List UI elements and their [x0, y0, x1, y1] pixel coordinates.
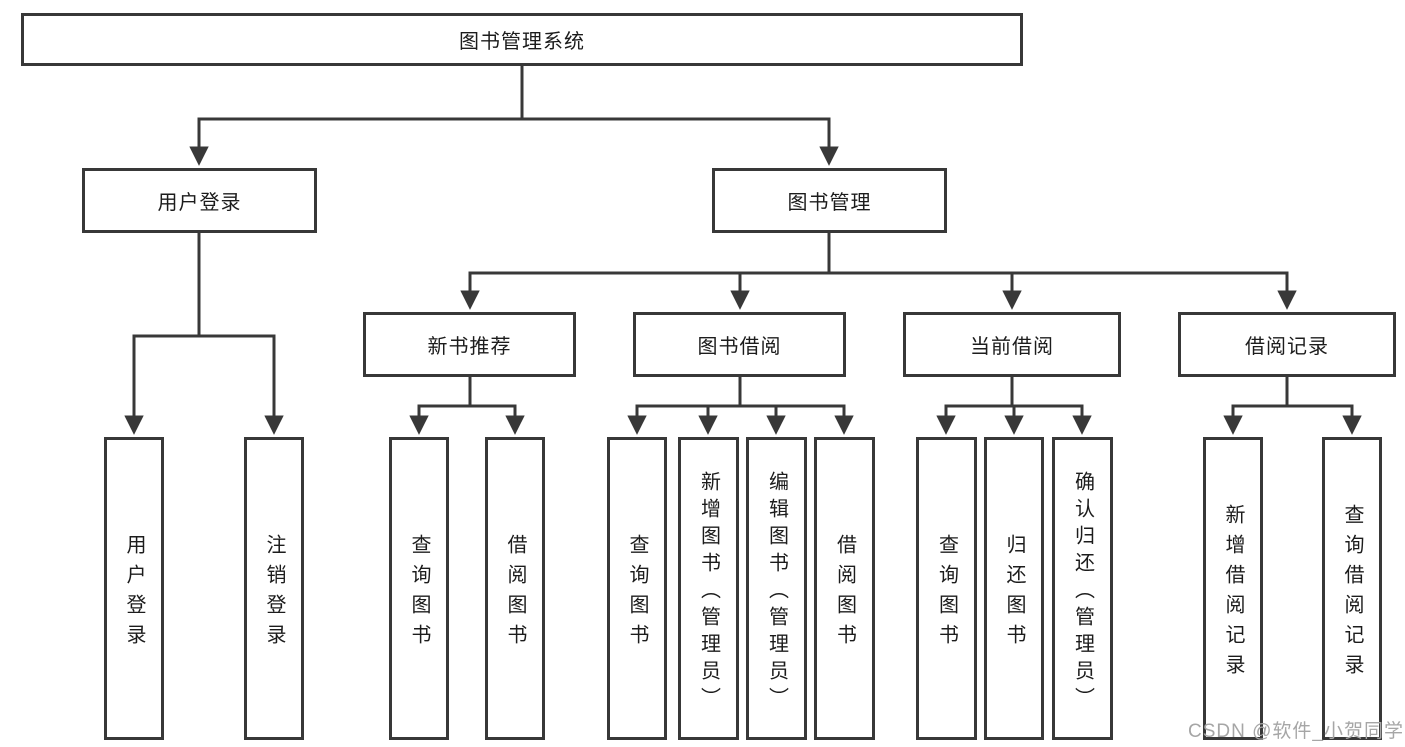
- leaf-borrow-book-2: 借阅图书: [814, 437, 875, 740]
- leaf-edit-book-admin: 编辑图书（管理员）: [746, 437, 807, 740]
- node-root-label: 图书管理系统: [459, 31, 585, 53]
- node-book-borrow: 图书借阅: [633, 312, 846, 377]
- leaf-user-login: 用户登录: [104, 437, 164, 740]
- leaf-user-login-label: 用户登录: [123, 533, 145, 654]
- leaf-query-book-2-label: 查询图书: [626, 533, 648, 654]
- leaf-query-book-1-label: 查询图书: [408, 533, 430, 654]
- leaf-query-book-1: 查询图书: [389, 437, 449, 740]
- node-borrow-records: 借阅记录: [1178, 312, 1396, 377]
- node-current-borrow-label: 当前借阅: [970, 336, 1054, 358]
- node-user-login: 用户登录: [82, 168, 317, 233]
- leaf-return-book: 归还图书: [984, 437, 1044, 740]
- leaf-query-book-3-label: 查询图书: [935, 533, 958, 654]
- leaf-query-book-2: 查询图书: [607, 437, 667, 740]
- leaf-return-book-label: 归还图书: [1003, 533, 1025, 654]
- leaf-add-borrow-record-label: 新增借阅记录: [1222, 503, 1244, 684]
- node-new-book-recommend-label: 新书推荐: [427, 336, 512, 358]
- node-user-login-label: 用户登录: [157, 192, 242, 214]
- leaf-query-book-3: 查询图书: [916, 437, 977, 740]
- node-current-borrow: 当前借阅: [903, 312, 1121, 377]
- leaf-logout: 注销登录: [244, 437, 304, 740]
- leaf-add-book-admin: 新增图书（管理员）: [678, 437, 739, 740]
- leaf-borrow-book-2-label: 借阅图书: [833, 533, 856, 654]
- leaf-logout-label: 注销登录: [263, 533, 285, 654]
- node-book-management-label: 图书管理: [787, 192, 872, 214]
- leaf-add-book-admin-label: 新增图书（管理员）: [697, 470, 720, 714]
- leaf-add-borrow-record: 新增借阅记录: [1203, 437, 1263, 740]
- node-new-book-recommend: 新书推荐: [363, 312, 576, 377]
- leaf-confirm-return-admin: 确认归还（管理员）: [1052, 437, 1113, 740]
- csdn-watermark: CSDN @软件_小贺同学: [1188, 721, 1404, 742]
- node-root: 图书管理系统: [21, 13, 1023, 66]
- node-book-borrow-label: 图书借阅: [697, 336, 782, 358]
- node-borrow-records-label: 借阅记录: [1245, 336, 1329, 358]
- node-book-management: 图书管理: [712, 168, 947, 233]
- leaf-borrow-book-1-label: 借阅图书: [504, 533, 526, 654]
- leaf-query-borrow-record: 查询借阅记录: [1322, 437, 1382, 740]
- leaf-query-borrow-record-label: 查询借阅记录: [1341, 503, 1363, 684]
- leaf-confirm-return-admin-label: 确认归还（管理员）: [1071, 470, 1094, 714]
- leaf-borrow-book-1: 借阅图书: [485, 437, 545, 740]
- leaf-edit-book-admin-label: 编辑图书（管理员）: [765, 470, 788, 714]
